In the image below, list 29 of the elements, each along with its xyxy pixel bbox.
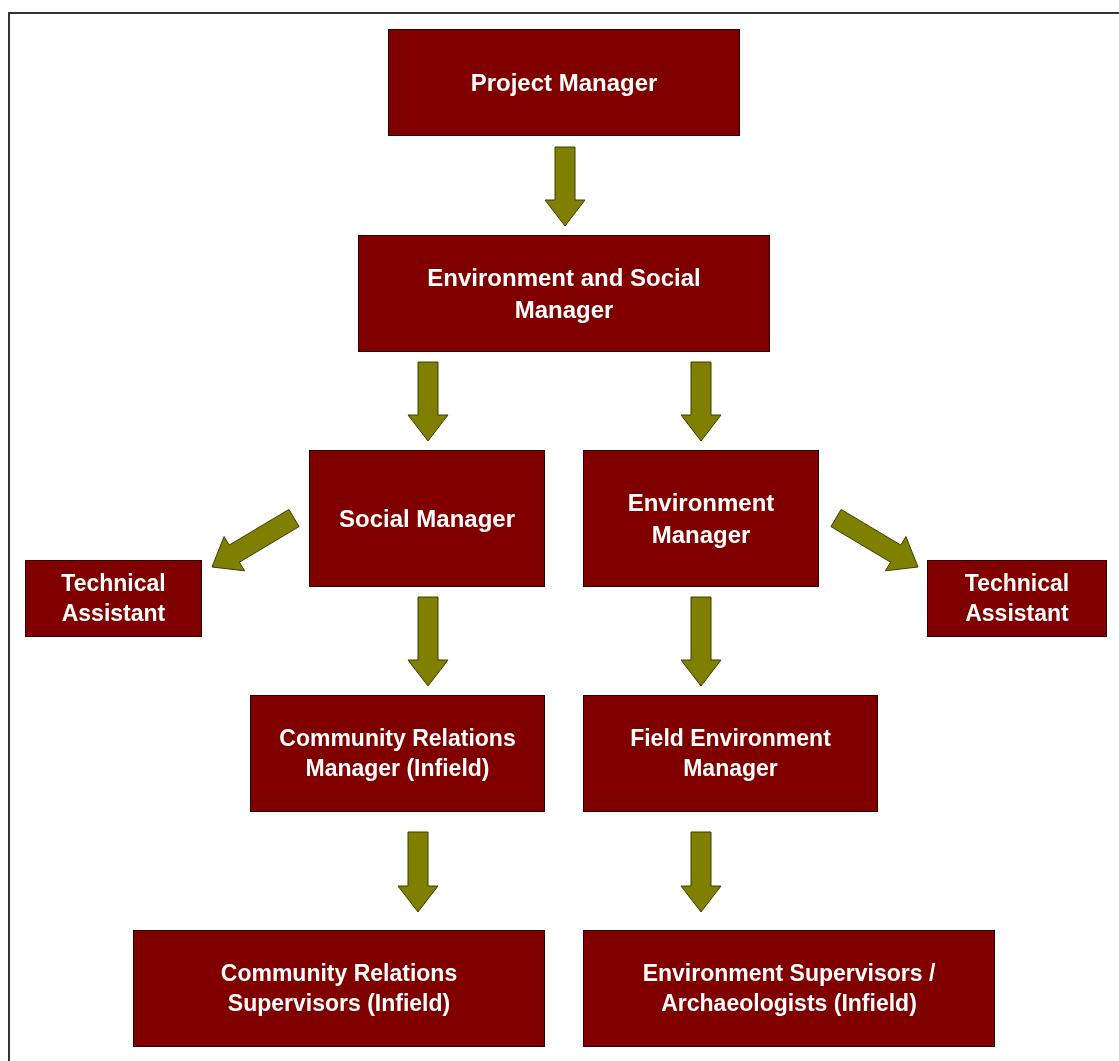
role-box bbox=[358, 235, 770, 352]
role-box bbox=[927, 560, 1107, 637]
role-title: Environment Manager bbox=[626, 488, 776, 550]
block-arrow bbox=[407, 361, 449, 442]
role-title: Project Manager bbox=[470, 67, 658, 98]
role-box bbox=[309, 450, 545, 587]
role-title: Environment and Social Manager bbox=[426, 263, 702, 325]
role-title: Field Environment Manager bbox=[629, 723, 832, 783]
block-arrow bbox=[211, 508, 300, 572]
role-box bbox=[133, 930, 545, 1047]
role-box bbox=[583, 695, 878, 812]
role-box bbox=[250, 695, 545, 812]
role-title: Community Relations Manager (Infield) bbox=[278, 723, 517, 783]
block-arrow bbox=[544, 146, 586, 227]
block-arrow bbox=[680, 596, 722, 687]
role-title: Technical Assistant bbox=[963, 568, 1071, 628]
role-title: Technical Assistant bbox=[60, 568, 167, 628]
block-arrow bbox=[830, 508, 919, 572]
block-arrow bbox=[680, 361, 722, 442]
role-title: Environment Supervisors / Archaeologists (Infield) bbox=[641, 958, 937, 1018]
block-arrow bbox=[680, 831, 722, 913]
role-box bbox=[583, 930, 995, 1047]
role-box bbox=[388, 29, 740, 136]
role-box bbox=[25, 560, 202, 637]
role-title: Social Manager bbox=[338, 503, 516, 534]
role-box bbox=[583, 450, 819, 587]
block-arrow bbox=[407, 596, 449, 687]
block-arrow bbox=[397, 831, 439, 913]
role-title: Community Relations Supervisors (Infield) bbox=[219, 958, 459, 1018]
